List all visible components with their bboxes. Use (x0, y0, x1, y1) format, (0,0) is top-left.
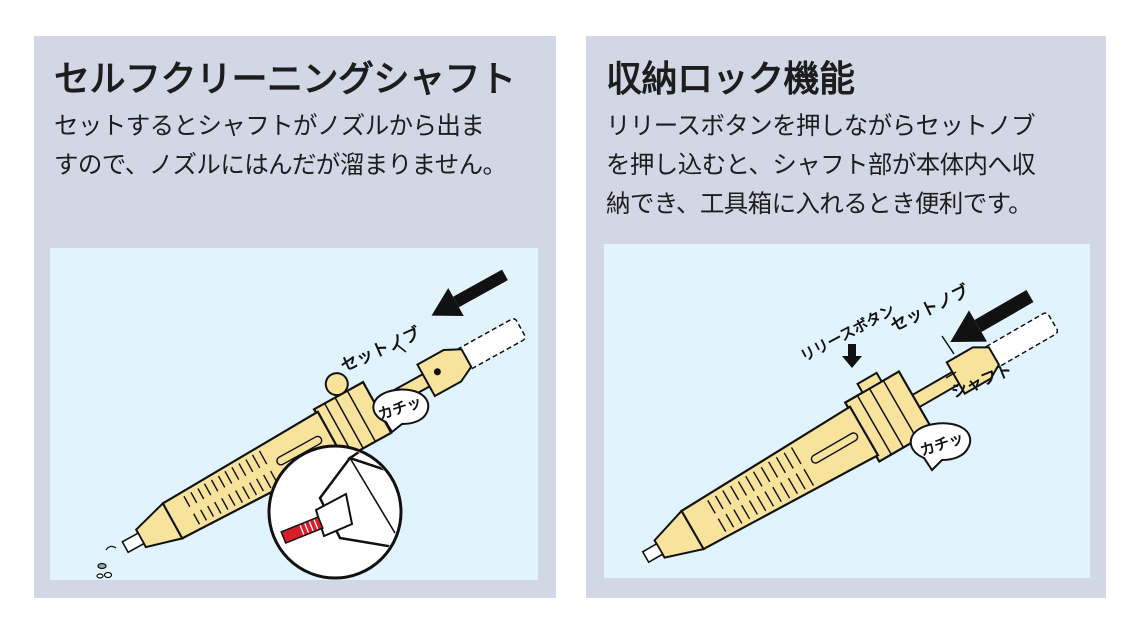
panel-description: セットするとシャフトがノズルから出ま すので、ノズルにはんだが溜まりません。 (54, 106, 507, 184)
panel-description: リリースボタンを押しながらセットノブ を押し込むと、シャフト部が本体内へ収 納で… (606, 106, 1036, 223)
desoldering-pump-drawing: セットノブ カチッ (96, 269, 526, 580)
set-knob-label: セットノブ (337, 323, 423, 377)
self-cleaning-illustration: セットノブ カチッ (50, 248, 538, 580)
desoldering-pump-drawing: リリースボタン セットノブ シャフト カチッ (641, 280, 1059, 564)
storage-lock-panel: 収納ロック機能 リリースボタンを押しながらセットノブ を押し込むと、シャフト部が… (586, 36, 1106, 598)
storage-lock-illustration: リリースボタン セットノブ シャフト カチッ (604, 244, 1090, 578)
description-line: を押し込むと、シャフト部が本体内へ収 (606, 150, 1036, 179)
self-cleaning-shaft-panel: セルフクリーニングシャフト セットするとシャフトがノズルから出ま すので、ノズル… (34, 36, 556, 598)
description-line: 納でき、工具箱に入れるとき便利です。 (606, 189, 1033, 218)
description-line: リリースボタンを押しながらセットノブ (606, 111, 1036, 140)
panel-title: セルフクリーニングシャフト (54, 59, 516, 100)
description-line: セットするとシャフトがノズルから出ま (54, 111, 485, 140)
release-button-label: リリースボタン (797, 301, 898, 366)
description-line: すので、ノズルにはんだが溜まりません。 (54, 150, 507, 179)
panel-title: 収納ロック機能 (606, 59, 855, 100)
